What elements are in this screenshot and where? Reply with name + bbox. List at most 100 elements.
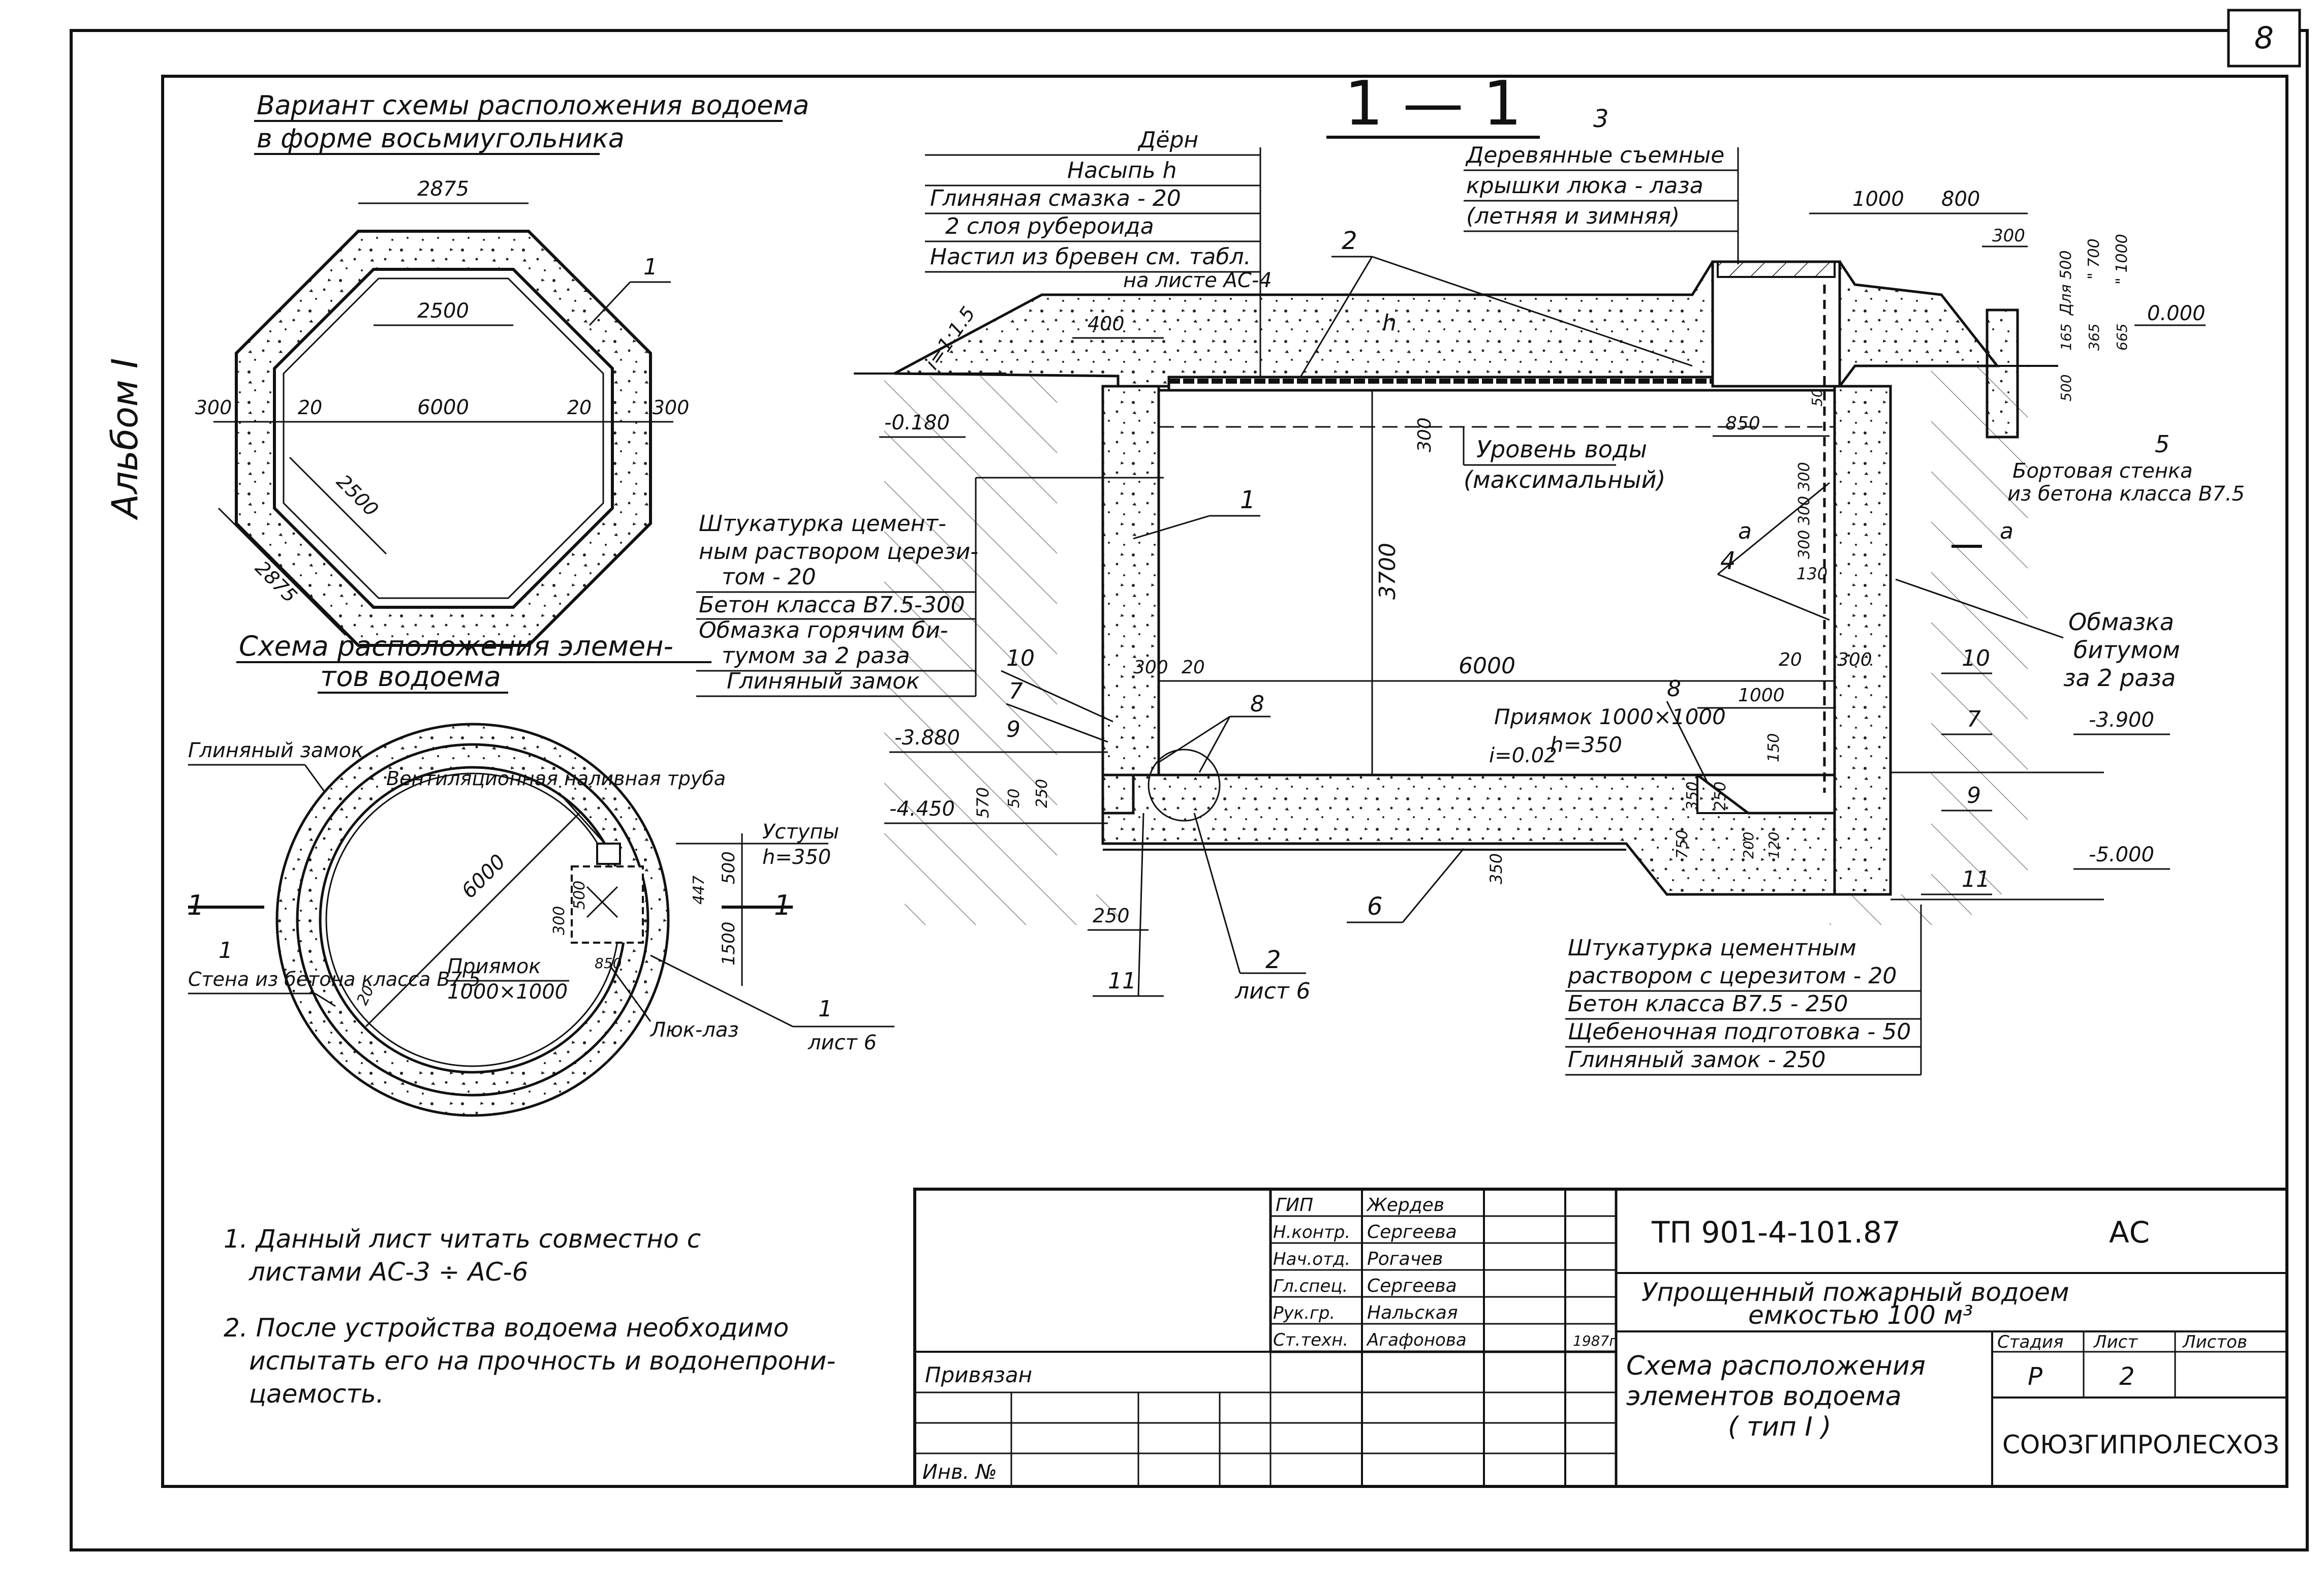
dim-350-bot: 350 bbox=[1486, 853, 1506, 884]
callout-4-leader-a bbox=[1717, 573, 1830, 621]
dim-1500: 1500 bbox=[719, 921, 739, 966]
sheet-title-3: ( тип I ) bbox=[1728, 1412, 1832, 1442]
label-wall: Стена из бетона класса В7.5 bbox=[188, 968, 481, 990]
callout-10-right: 10 bbox=[1962, 645, 1990, 671]
oct-dim-width-label: 6000 bbox=[417, 396, 469, 419]
curb-number: 5 bbox=[2155, 430, 2170, 458]
dim-20-left: 20 bbox=[1182, 657, 1205, 678]
callout-4-leader-b bbox=[1717, 482, 1830, 575]
staff-name-4: Нальская bbox=[1367, 1302, 1458, 1323]
callout-6: 6 bbox=[1367, 892, 1383, 921]
dim-850: 850 bbox=[1725, 413, 1760, 434]
level-m3880: -3.880 bbox=[894, 726, 960, 750]
layer-roofing: 2 слоя рубероида bbox=[945, 213, 1154, 239]
label-ledges-h: h=350 bbox=[762, 846, 831, 869]
wall-layer-5: Обмазка горячим би- bbox=[699, 617, 948, 643]
dim-400: 400 bbox=[1088, 313, 1125, 335]
dim-200: 200 bbox=[1740, 832, 1757, 859]
callout-1-leader bbox=[1133, 515, 1210, 540]
callout-8-left: 8 bbox=[1250, 691, 1264, 717]
outer-frame bbox=[70, 29, 2309, 1551]
circle-pit-x2 bbox=[586, 886, 618, 918]
callout-7-left-leader bbox=[1006, 703, 1108, 743]
oct-dim-inner-label: 2500 bbox=[417, 299, 469, 323]
covers-1: Деревянные съемные bbox=[1465, 142, 1724, 168]
dim-750: 750 bbox=[1674, 830, 1691, 859]
staff-role-0: ГИП bbox=[1276, 1195, 1313, 1216]
staff-name-3: Сергеева bbox=[1367, 1276, 1457, 1296]
dim-300: 300 bbox=[550, 906, 568, 935]
callout-8-left-leader-a bbox=[1158, 716, 1230, 763]
dim-300-right: 300 bbox=[1837, 649, 1872, 670]
inv-label: Инв. № bbox=[922, 1461, 997, 1484]
floor-slope: i=0.02 bbox=[1489, 744, 1557, 767]
callout-10-left-leader bbox=[1001, 670, 1113, 723]
oct-dim-top-label: 2875 bbox=[417, 177, 469, 201]
curb-wall bbox=[1986, 308, 2019, 439]
callout-2-top-leader-a bbox=[1300, 256, 1373, 377]
dim-50: 50 bbox=[1005, 789, 1023, 808]
dim-top-800: 800 bbox=[1941, 188, 1980, 211]
dim-500b: 500 bbox=[571, 881, 588, 910]
covers-number: 3 bbox=[1593, 105, 1609, 133]
album-label: Альбом I bbox=[104, 358, 146, 520]
level-m5000: -5.000 bbox=[2089, 843, 2154, 866]
dim-h-500: Для 500 bbox=[2057, 251, 2075, 316]
circle-vent-pipe bbox=[596, 843, 621, 865]
oct-dim-diag-inner bbox=[289, 456, 387, 555]
dim-365: 365 bbox=[2086, 324, 2102, 351]
note-2-3: цаемость. bbox=[249, 1379, 384, 1409]
floor-layer-3: Бетон класса В7.5 - 250 bbox=[1568, 991, 1848, 1017]
dim-250: 250 bbox=[1033, 779, 1051, 808]
staff-name-5: Агафонова bbox=[1366, 1330, 1467, 1350]
sheet-title-2: элементов водоема bbox=[1626, 1381, 1902, 1412]
bitumen-3: за 2 раза bbox=[2063, 664, 2176, 692]
tank-wall-left bbox=[1101, 385, 1160, 815]
detail-circle bbox=[1148, 749, 1221, 822]
section-sheet-ref: лист 6 bbox=[1234, 978, 1311, 1004]
dim-6000: 6000 bbox=[1459, 653, 1515, 679]
earth-hatch-left bbox=[884, 376, 1118, 925]
organization: СОЮЗГИПРОЛЕСХОЗ bbox=[2002, 1430, 2279, 1459]
oct-wall-left: 300 bbox=[195, 396, 232, 419]
wall-layer-6: тумом за 2 раза bbox=[722, 643, 910, 669]
wall-leader-2 bbox=[315, 992, 336, 1007]
callout-11-left: 11 bbox=[1108, 968, 1136, 994]
dim-h-700: " 700 bbox=[2085, 238, 2103, 279]
project-code: ТП 901-4-101.87 bbox=[1651, 1215, 1901, 1250]
bitumen-1: Обмазка bbox=[2068, 608, 2174, 636]
octagon-inner-2 bbox=[283, 277, 604, 599]
section-view: Дёрн Насыпь h Глиняная смазка - 20 2 сло… bbox=[696, 105, 2245, 1076]
dim-50-right: 50 bbox=[1809, 388, 1825, 407]
label-ledges: Уступы bbox=[762, 820, 839, 844]
callout-a-top: а bbox=[1738, 518, 1752, 544]
tank-interior bbox=[1157, 389, 1836, 777]
callout-2-bot-leader bbox=[1193, 813, 1241, 974]
dim-300-left: 300 bbox=[1133, 657, 1168, 678]
circle-title-1: Схема расположения элемен- bbox=[239, 630, 673, 662]
hatch-cover bbox=[1717, 261, 1836, 278]
dim-20-right: 20 bbox=[1779, 649, 1802, 670]
wall-layer-1: Штукатурка цемент- bbox=[699, 511, 946, 537]
staff-role-2: Нач.отд. bbox=[1273, 1249, 1350, 1269]
dim-1000-pit: 1000 bbox=[1738, 685, 1785, 706]
dim-300-water: 300 bbox=[1414, 417, 1435, 452]
page-number: 8 bbox=[2254, 20, 2274, 56]
floor-layer-1: Штукатурка цементным bbox=[1568, 935, 1856, 961]
wall-layer-2: ным раствором церези- bbox=[699, 539, 978, 565]
section-title: 1 — 1 bbox=[1345, 69, 1522, 139]
dim-665: 665 bbox=[2114, 324, 2130, 351]
dim-3700: 3700 bbox=[1375, 543, 1401, 600]
sheets-label: Листов bbox=[2182, 1332, 2247, 1352]
oct-callout: 1 bbox=[643, 254, 658, 280]
layer-clay: Глиняная смазка - 20 bbox=[930, 185, 1181, 211]
wall-text: Стена из бетона класса В7.5 bbox=[188, 968, 481, 990]
water-level-2: (максимальный) bbox=[1464, 466, 1665, 493]
callout-11-left-leader bbox=[1137, 813, 1144, 997]
staff-role-1: Н.контр. bbox=[1273, 1222, 1350, 1243]
callout-8-right: 8 bbox=[1667, 676, 1681, 702]
oct-gap-left: 20 bbox=[298, 396, 322, 419]
wall-layer-7: Глиняный замок bbox=[727, 668, 920, 694]
project-mark: АС bbox=[2109, 1215, 2150, 1250]
octagon-plan: Вариант схемы расположения водоема в фор… bbox=[195, 90, 809, 647]
